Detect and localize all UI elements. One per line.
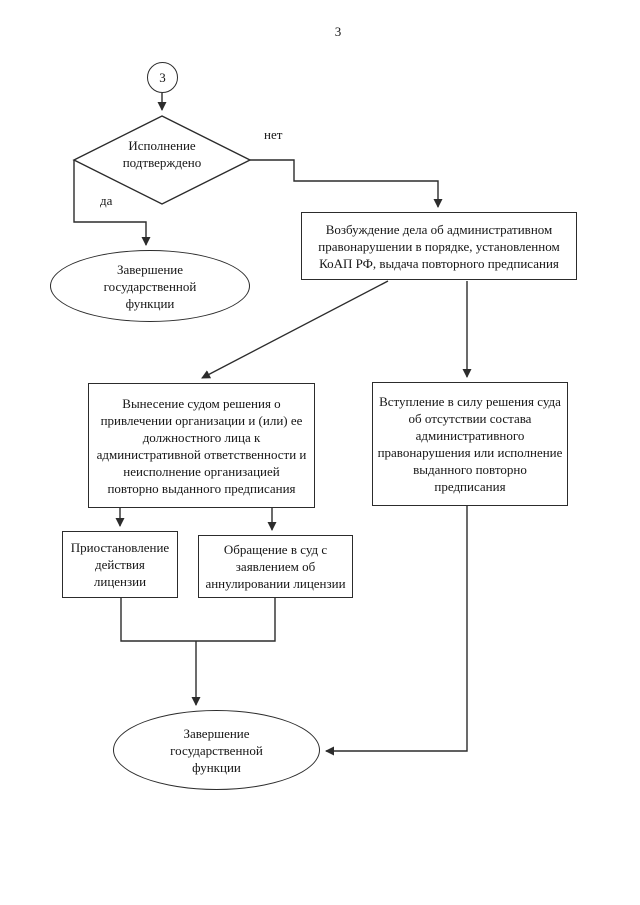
page-number: 3 <box>334 24 342 39</box>
edge-case-to-court-ruling <box>201 280 389 379</box>
decision-label: Исполнение подтверждено <box>122 138 202 170</box>
node-end-top: Завершение государственной функции <box>50 250 250 322</box>
node-court-application: Обращение в суд с заявлением об аннулиро… <box>198 535 353 598</box>
decision-diamond <box>72 115 252 205</box>
offpage-connector: 3 <box>147 62 178 93</box>
edge-no-to-case-initiation <box>250 159 443 208</box>
offpage-connector-label: 3 <box>159 70 166 85</box>
node-ruling-effect: Вступление в силу решения суда об отсутс… <box>372 382 568 506</box>
edge-yes-to-end-top <box>73 160 151 246</box>
edge-label-yes: да <box>100 193 113 208</box>
node-license-suspension: Приостановление действия лицензии <box>62 531 178 598</box>
edge-effect-to-end-bottom <box>325 506 468 756</box>
node-court-ruling: Вынесение судом решения о привлечении ор… <box>88 383 315 508</box>
node-end-bottom: Завершение государственной функции <box>113 710 320 790</box>
edge-label-no: нет <box>264 127 283 142</box>
edge-merge-bar <box>120 598 276 642</box>
node-case-initiation: Возбуждение дела об административном пра… <box>301 212 577 280</box>
